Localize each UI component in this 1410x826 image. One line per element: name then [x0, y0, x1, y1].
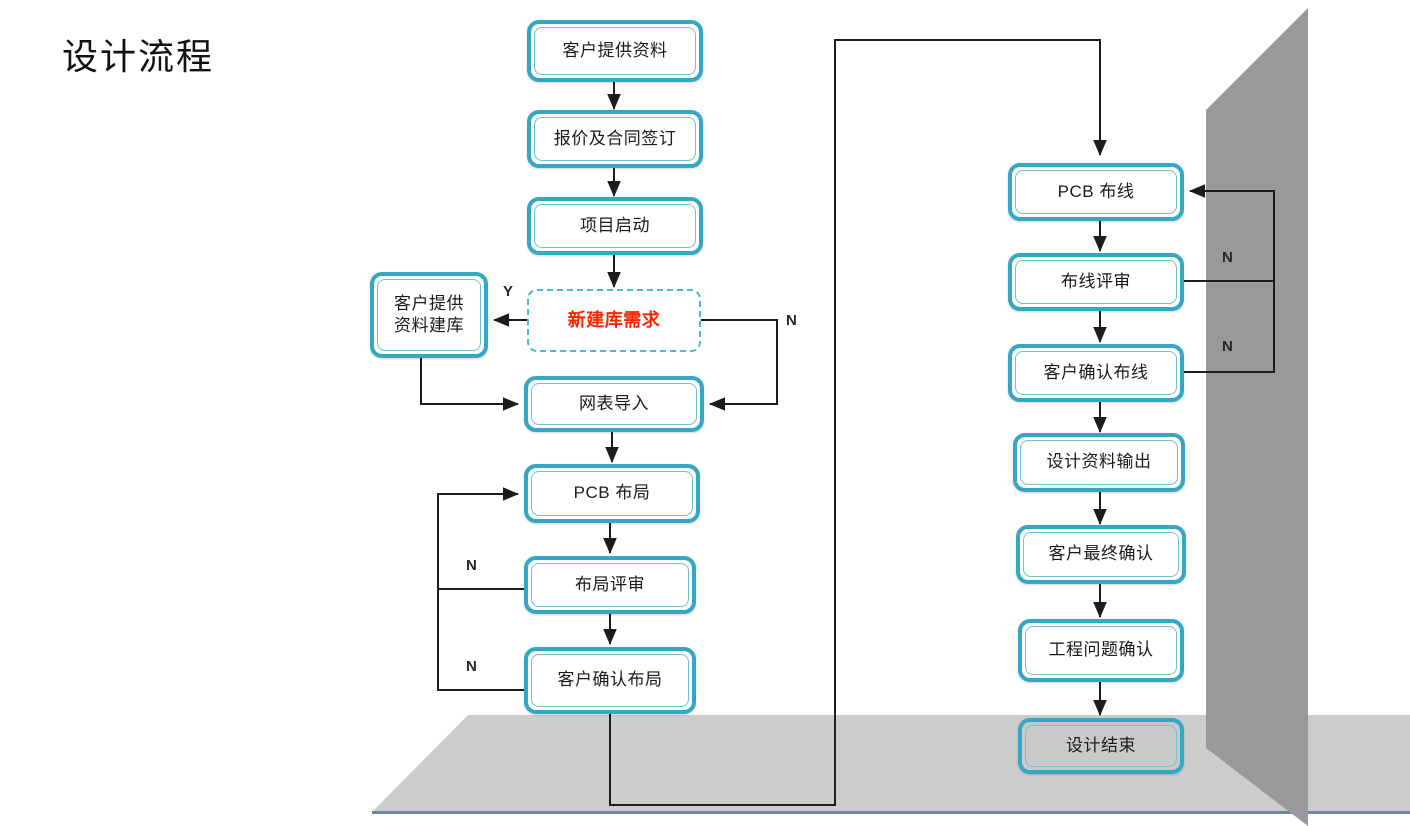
node-label: PCB 布局	[531, 471, 693, 516]
node-design-data-output[interactable]: 设计资料输出	[1013, 433, 1185, 492]
node-design-end[interactable]: 设计结束	[1018, 718, 1184, 774]
wall-plane	[1206, 8, 1308, 826]
node-label: 设计资料输出	[1020, 440, 1178, 485]
node-label-line2: 资料建库	[394, 316, 464, 335]
node-customer-final-confirm[interactable]: 客户最终确认	[1016, 525, 1186, 584]
node-label: 客户最终确认	[1023, 532, 1179, 577]
edge-n8-n7-no	[437, 487, 524, 590]
node-label: 客户确认布线	[1015, 351, 1177, 395]
node-customer-provides-data[interactable]: 客户提供资料	[527, 20, 703, 82]
node-label: 新建库需求	[527, 289, 701, 352]
node-label: 报价及合同签订	[534, 117, 696, 161]
branch-label-no-routing-review: N	[1222, 249, 1233, 266]
node-label: 布线评审	[1015, 260, 1177, 304]
node-netlist-import[interactable]: 网表导入	[524, 376, 704, 432]
node-label: 设计结束	[1025, 725, 1177, 767]
edge-n5-n6	[420, 358, 519, 411]
floor-plane	[372, 715, 1410, 812]
node-customer-confirm-layout[interactable]: 客户确认布局	[524, 647, 696, 714]
node-label: 客户提供资料	[534, 27, 696, 75]
node-project-kickoff[interactable]: 项目启动	[527, 197, 703, 255]
branch-label-no-newlib: N	[786, 312, 797, 329]
node-label: 布局评审	[531, 563, 689, 607]
branch-label-no-layout-review: N	[466, 557, 477, 574]
node-label: 网表导入	[531, 383, 697, 425]
branch-label-no-routing-confirm: N	[1222, 338, 1233, 355]
node-label: PCB 布线	[1015, 170, 1177, 214]
node-label-line1: 客户提供	[394, 293, 464, 313]
node-label: 客户确认布局	[531, 654, 689, 707]
edge-n4-n6-no	[701, 319, 778, 411]
branch-label-no-layout-confirm: N	[466, 658, 477, 675]
node-pcb-routing[interactable]: PCB 布线	[1008, 163, 1184, 221]
node-customer-confirm-routing[interactable]: 客户确认布线	[1008, 344, 1184, 402]
node-label-block: 客户提供 资料建库	[377, 279, 481, 351]
node-label: 工程问题确认	[1025, 626, 1177, 675]
node-layout-review[interactable]: 布局评审	[524, 556, 696, 614]
edge-n11-n10-no	[1184, 184, 1275, 282]
node-quotation-and-contract[interactable]: 报价及合同签订	[527, 110, 703, 168]
edge-n9-n7-no	[437, 494, 524, 691]
node-label: 项目启动	[534, 204, 696, 248]
node-routing-review[interactable]: 布线评审	[1008, 253, 1184, 311]
node-new-library-requirement[interactable]: 新建库需求	[527, 289, 701, 352]
page-title: 设计流程	[62, 36, 215, 77]
node-customer-provides-library-data[interactable]: 客户提供 资料建库	[370, 272, 488, 358]
branch-label-yes-newlib: Y	[503, 283, 514, 300]
node-engineering-issue-confirm[interactable]: 工程问题确认	[1018, 619, 1184, 682]
node-pcb-layout[interactable]: PCB 布局	[524, 464, 700, 523]
